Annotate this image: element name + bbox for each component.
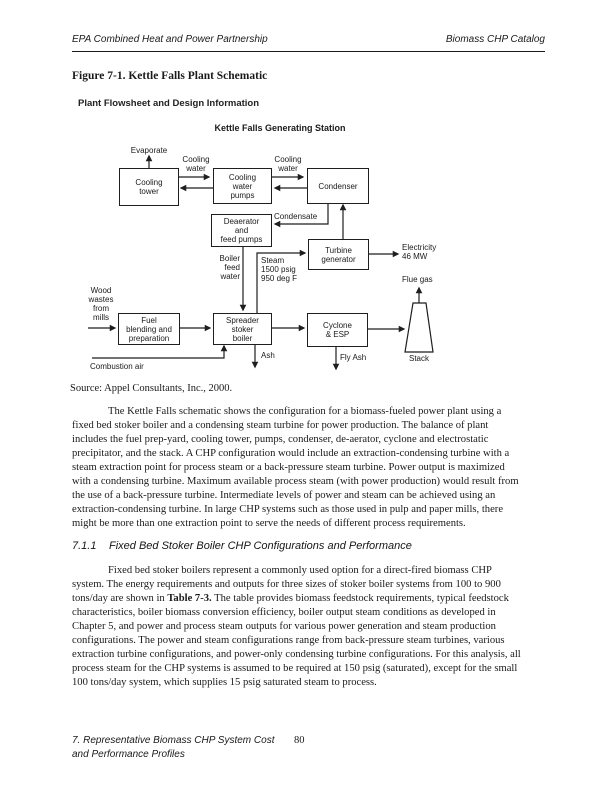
turbine-generator-box: Turbine generator bbox=[308, 239, 369, 270]
cooling-water-label-1: Cooling water bbox=[182, 155, 210, 173]
steam-conditions-label: Steam 1500 psig 950 deg F bbox=[261, 256, 298, 283]
fly-ash-label: Fly Ash bbox=[340, 353, 367, 362]
text-line: precipitator, and the stack. A CHP confi… bbox=[72, 448, 510, 459]
evaporate-label: Evaporate bbox=[130, 146, 168, 155]
page-header: EPA Combined Heat and Power Partnership … bbox=[72, 34, 545, 52]
figure-subtitle: Plant Flowsheet and Design Information bbox=[78, 98, 260, 109]
text-line: Chapter 5, and power and process steam o… bbox=[72, 621, 496, 632]
condensate-arrow bbox=[273, 202, 329, 228]
diagram-title: Kettle Falls Generating Station bbox=[214, 123, 346, 133]
text-line: configurations. The power and steam conf… bbox=[72, 635, 505, 646]
text-line: system. The energy requirements and outp… bbox=[72, 579, 501, 590]
text-line: the use of a back-pressure turbine. Inte… bbox=[72, 490, 496, 501]
text-line: steam extraction point for process steam… bbox=[72, 462, 505, 473]
text-line: with a condensing turbine. Maximum avail… bbox=[72, 476, 519, 487]
section-heading: 7.1.1 Fixed Bed Stoker Boiler CHP Config… bbox=[72, 540, 412, 552]
combustion-air-label: Combustion air bbox=[90, 362, 144, 371]
footer-line-1: 7. Representative Biomass CHP System Cos… bbox=[72, 735, 275, 746]
text-line: characteristics, boiler biomass conversi… bbox=[72, 607, 496, 618]
text-line: tons/day are shown in Table 7-3. The tab… bbox=[72, 593, 509, 604]
text-line: process steam for the CHP systems is ass… bbox=[72, 663, 518, 674]
wood-wastes-label: Wood wastes from mills bbox=[88, 286, 114, 322]
figure-title: Figure 7-1. Kettle Falls Plant Schematic bbox=[72, 70, 268, 82]
flow-diagram-lines bbox=[88, 154, 434, 371]
condenser-box: Condenser bbox=[307, 168, 369, 204]
electricity-output-label: Electricity 46 MW bbox=[402, 243, 437, 261]
cooling-water-pumps-box: Cooling water pumps bbox=[213, 168, 272, 204]
figure-source: Source: Appel Consultants, Inc., 2000. bbox=[70, 383, 233, 394]
header-left-text: EPA Combined Heat and Power Partnership bbox=[72, 34, 268, 45]
footer-document-title: 7. Representative Biomass CHP System Cos… bbox=[72, 734, 274, 761]
text-line: extraction turbine configurations, and p… bbox=[72, 649, 521, 660]
combustion-air-arrow bbox=[92, 344, 228, 359]
spreader-stoker-boiler-box: Spreader stoker boiler bbox=[213, 313, 272, 345]
ash-label: Ash bbox=[261, 351, 275, 360]
fuel-blending-box: Fuel blending and preparation bbox=[118, 313, 180, 345]
text-line: includes the fuel prep-yard, cooling tow… bbox=[72, 434, 489, 445]
cooling-water-label-2: Cooling water bbox=[274, 155, 302, 173]
paragraph-1: The Kettle Falls schematic shows the con… bbox=[72, 405, 519, 531]
stack-label: Stack bbox=[408, 354, 429, 363]
header-right-text: Biomass CHP Catalog bbox=[445, 34, 545, 45]
footer-line-2: and Performance Profiles bbox=[72, 748, 185, 760]
section-number: 7.1.1 bbox=[72, 540, 97, 552]
cooling-tower-box: Cooling tower bbox=[119, 168, 179, 206]
flue-gas-label: Flue gas bbox=[402, 275, 433, 284]
stack-shape bbox=[404, 302, 434, 353]
text-line: The Kettle Falls schematic shows the con… bbox=[108, 406, 502, 417]
text-line: 100 tons/day system, which supplies 15 p… bbox=[72, 677, 377, 688]
cyclone-esp-box: Cyclone & ESP bbox=[307, 313, 368, 347]
deaerator-feed-pumps-box: Deaerator and feed pumps bbox=[211, 214, 272, 247]
condensate-label: Condensate bbox=[274, 212, 318, 221]
boiler-feed-water-label: Boiler feed water bbox=[219, 254, 240, 281]
paragraph-2: Fixed bed stoker boilers represent a com… bbox=[72, 564, 521, 690]
text-line: Fixed bed stoker boilers represent a com… bbox=[108, 565, 492, 576]
page-number: 80 bbox=[294, 735, 305, 746]
plant-schematic-diagram: Kettle Falls Generating Station Cooling … bbox=[85, 120, 457, 388]
text-line: fixed bed stoker boiler and a condensing… bbox=[72, 420, 489, 431]
section-title: Fixed Bed Stoker Boiler CHP Configuratio… bbox=[109, 540, 412, 552]
text-line: might be more than one extraction point … bbox=[72, 518, 466, 529]
steam-arrow bbox=[256, 249, 307, 313]
text-line: extraction-condensing turbine. In large … bbox=[72, 504, 504, 515]
